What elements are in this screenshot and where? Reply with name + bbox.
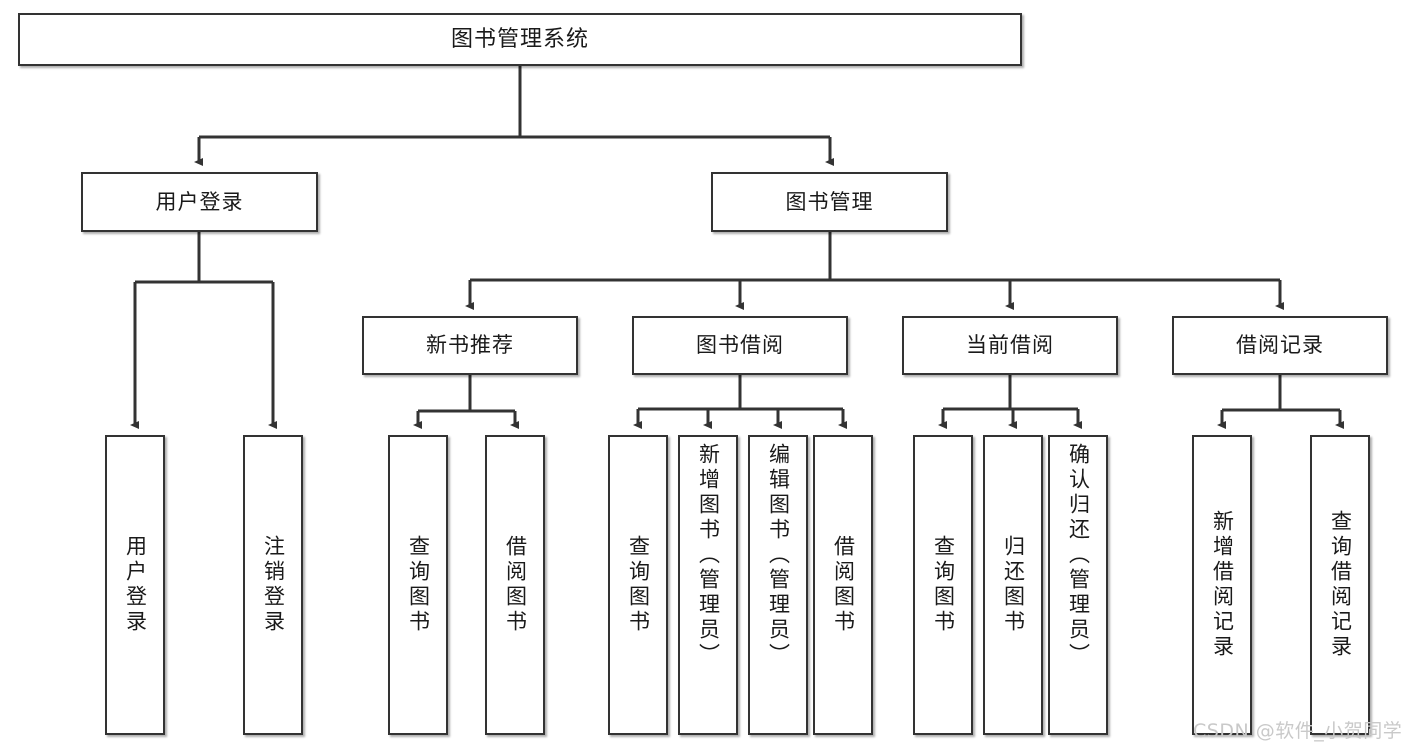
node-leaf-add-record[interactable]: 新增借阅记录: [1192, 435, 1252, 735]
node-leaf-query-book-1-label: 查询图书: [406, 535, 431, 635]
node-leaf-add-book[interactable]: 新增图书（管理员）: [678, 435, 738, 735]
node-leaf-logout-label: 注销登录: [261, 535, 286, 635]
node-leaf-query-book-3[interactable]: 查询图书: [913, 435, 973, 735]
node-leaf-confirm-return[interactable]: 确认归还（管理员）: [1048, 435, 1108, 735]
node-leaf-confirm-return-label: 确认归还（管理员）: [1066, 443, 1091, 668]
node-root-label: 图书管理系统: [450, 26, 589, 52]
node-leaf-add-record-label: 新增借阅记录: [1210, 510, 1235, 660]
node-leaf-return-book[interactable]: 归还图书: [983, 435, 1043, 735]
node-root[interactable]: 图书管理系统: [18, 13, 1022, 66]
node-leaf-query-book-3-label: 查询图书: [931, 535, 956, 635]
node-leaf-return-book-label: 归还图书: [1001, 535, 1026, 635]
node-leaf-query-book-1[interactable]: 查询图书: [388, 435, 448, 735]
node-leaf-query-book-2[interactable]: 查询图书: [608, 435, 668, 735]
node-leaf-logout[interactable]: 注销登录: [243, 435, 303, 735]
node-new-book-rec-label: 新书推荐: [426, 333, 514, 358]
node-user-login-label: 用户登录: [155, 189, 244, 214]
node-borrow-record[interactable]: 借阅记录: [1172, 316, 1388, 375]
node-leaf-query-book-2-label: 查询图书: [626, 535, 651, 635]
node-new-book-rec[interactable]: 新书推荐: [362, 316, 578, 375]
node-book-borrow[interactable]: 图书借阅: [632, 316, 848, 375]
node-leaf-borrow-book-2[interactable]: 借阅图书: [813, 435, 873, 735]
node-current-borrow[interactable]: 当前借阅: [902, 316, 1118, 375]
node-leaf-add-book-label: 新增图书（管理员）: [696, 443, 721, 668]
node-book-manage-label: 图书管理: [785, 189, 874, 214]
node-leaf-borrow-book-1[interactable]: 借阅图书: [485, 435, 545, 735]
node-book-manage[interactable]: 图书管理: [711, 172, 948, 232]
node-book-borrow-label: 图书借阅: [696, 333, 784, 358]
node-leaf-edit-book-label: 编辑图书（管理员）: [766, 443, 791, 668]
node-leaf-borrow-book-1-label: 借阅图书: [503, 535, 528, 635]
node-leaf-query-record-label: 查询借阅记录: [1328, 510, 1353, 660]
node-leaf-edit-book[interactable]: 编辑图书（管理员）: [748, 435, 808, 735]
node-leaf-borrow-book-2-label: 借阅图书: [831, 535, 856, 635]
node-leaf-query-record[interactable]: 查询借阅记录: [1310, 435, 1370, 735]
node-leaf-user-login-label: 用户登录: [123, 535, 148, 635]
node-user-login[interactable]: 用户登录: [81, 172, 318, 232]
node-current-borrow-label: 当前借阅: [966, 333, 1054, 358]
node-leaf-user-login[interactable]: 用户登录: [105, 435, 165, 735]
csdn-watermark: CSDN @软件_小贺同学: [1193, 720, 1403, 742]
node-borrow-record-label: 借阅记录: [1236, 333, 1324, 358]
